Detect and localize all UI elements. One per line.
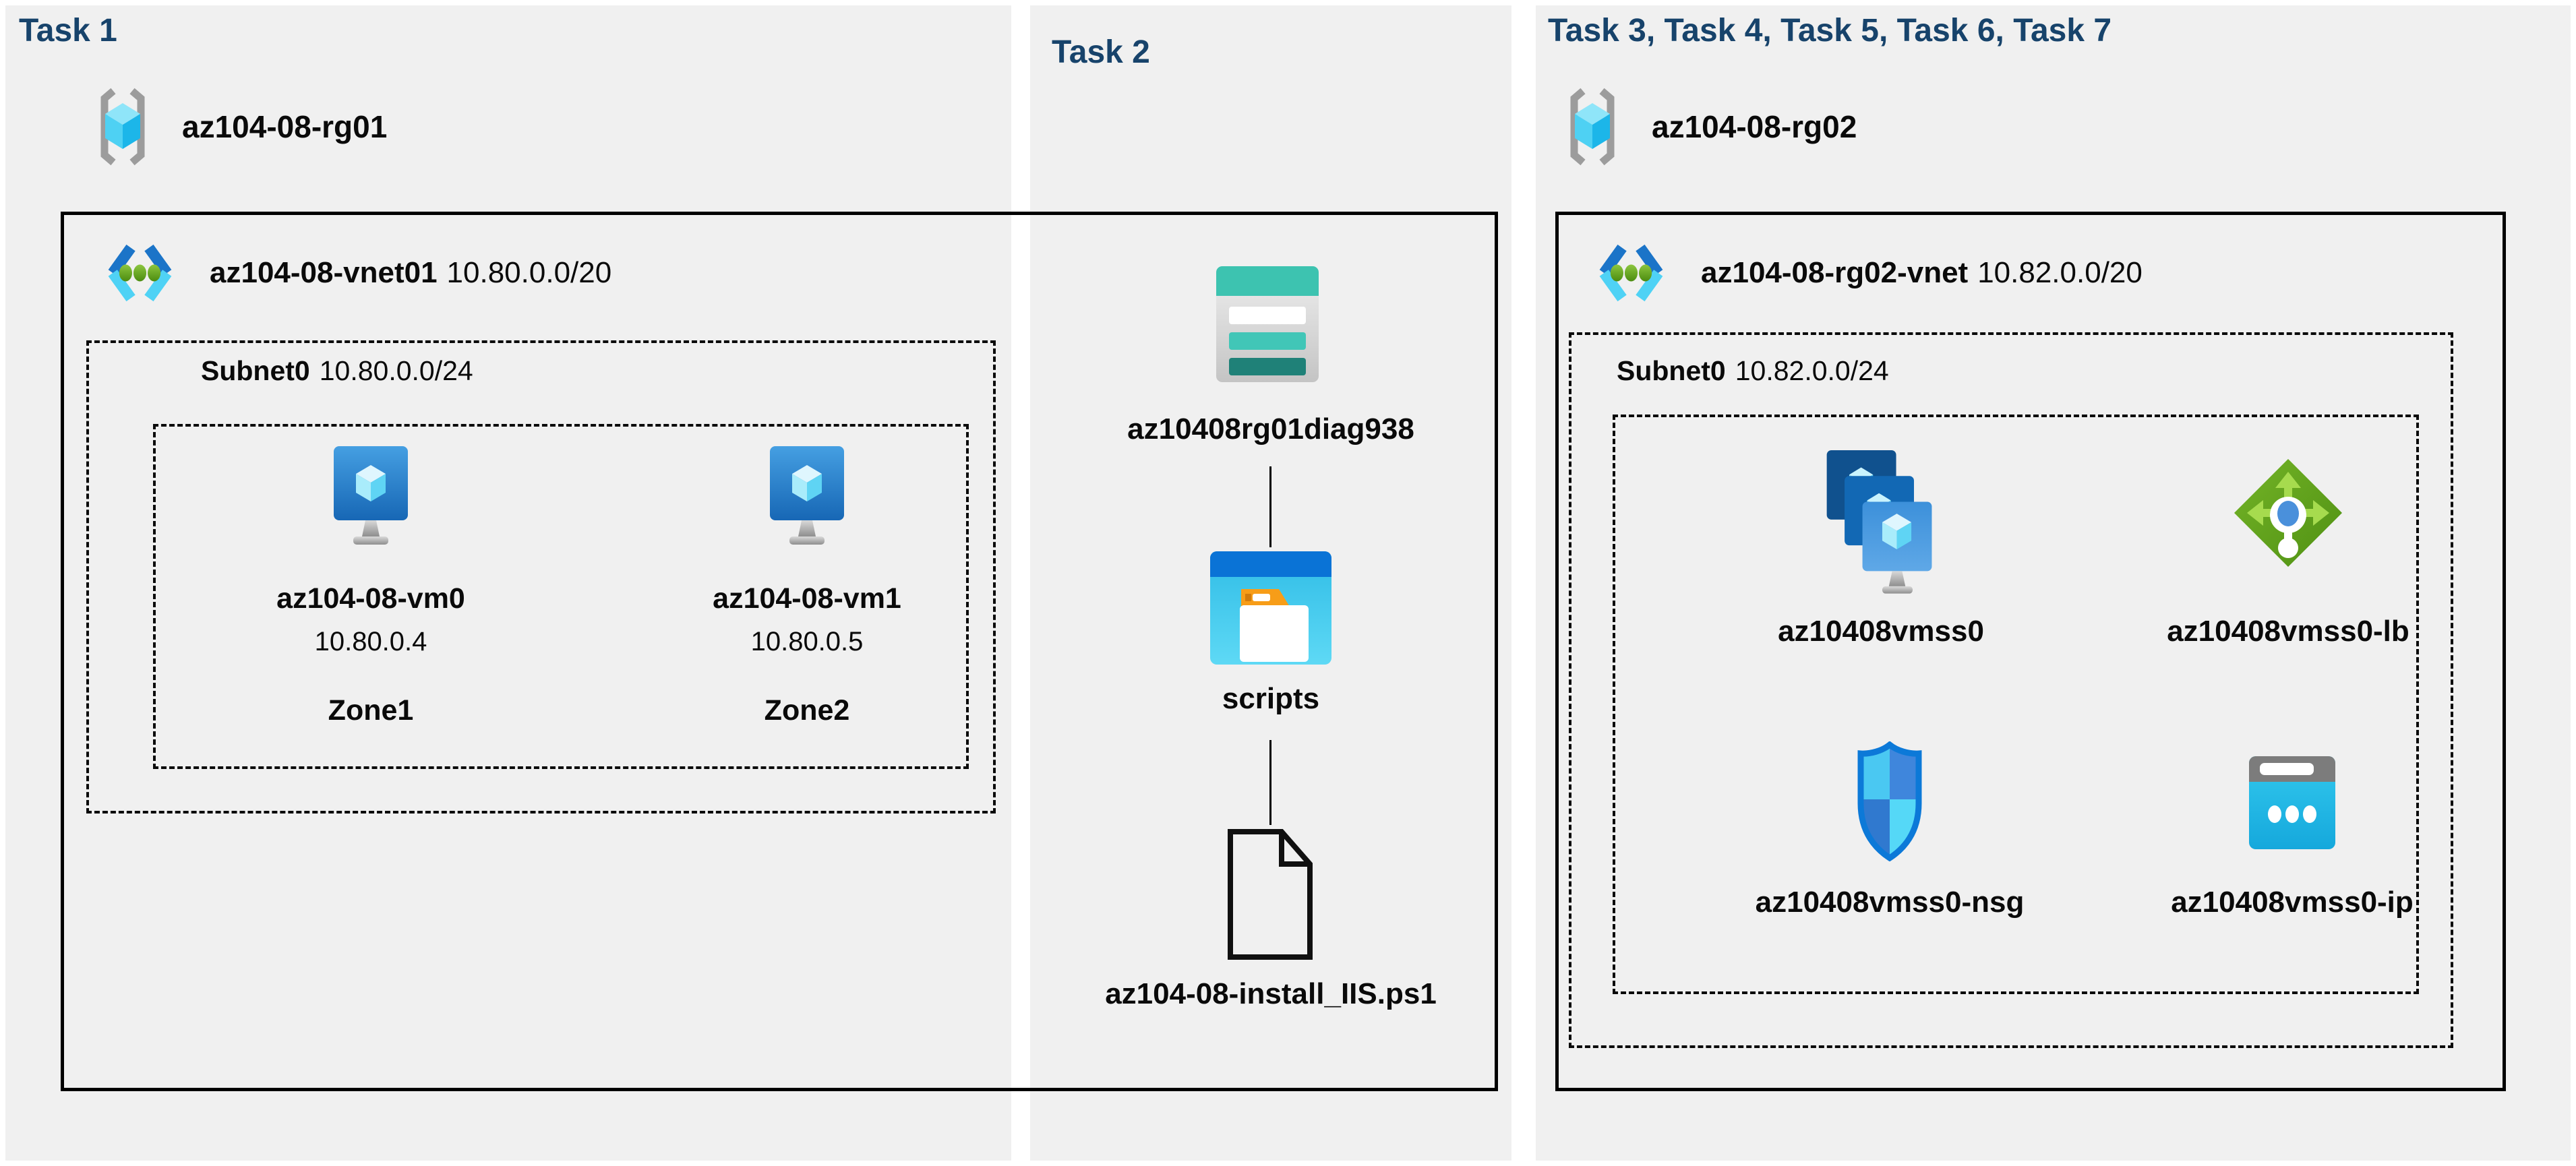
- load-balancer-icon: [2234, 459, 2342, 567]
- subnet-label-task1: Subnet0 10.80.0.0/24: [201, 355, 473, 387]
- vnet-name: az104-08-vnet01: [210, 256, 438, 289]
- subnet-cidr: 10.80.0.0/24: [319, 355, 473, 386]
- subnet-cidr: 10.82.0.0/24: [1735, 355, 1889, 386]
- resource-group-icon: [100, 88, 145, 166]
- task2-header: Task 2: [1052, 34, 1150, 70]
- vmss-stack-icon: [1826, 450, 1932, 594]
- vnet-row-task3: az104-08-rg02-vnet 10.82.0.0/20: [1592, 237, 2143, 309]
- storage-account-icon: [1216, 266, 1319, 382]
- vm-icon: [770, 446, 844, 545]
- vm-group-box: [153, 424, 969, 769]
- subnet-label-task3: Subnet0 10.82.0.0/24: [1617, 355, 1889, 387]
- container-label: scripts: [1222, 682, 1320, 715]
- vnet-icon: [1599, 244, 1663, 302]
- resource-group-icon: [1570, 88, 1615, 166]
- task3-header: Task 3, Task 4, Task 5, Task 6, Task 7: [1548, 13, 2112, 49]
- file-icon: [1228, 829, 1313, 960]
- panel-task1: [5, 5, 1011, 1161]
- folder-icon: [1210, 551, 1331, 665]
- vmss-group-box: [1613, 415, 2419, 994]
- nsg-shield-icon: [1857, 741, 1922, 861]
- subnet-box-task1: [86, 340, 996, 814]
- vnet-row-task1: az104-08-vnet01 10.80.0.0/20: [101, 237, 611, 309]
- vm-ip: 10.80.0.5: [750, 627, 864, 656]
- panel-task3: [1536, 5, 2571, 1161]
- public-ip-label: az10408vmss0-ip: [2171, 886, 2414, 919]
- task1-header: Task 1: [19, 13, 117, 49]
- storage-account-label: az10408rg01diag938: [1127, 412, 1414, 446]
- vm-icon: [334, 446, 408, 545]
- vmss-label: az10408vmss0: [1778, 615, 1984, 648]
- vnet-cidr: 10.82.0.0/20: [1977, 256, 2143, 289]
- vnet-cidr: 10.80.0.0/20: [446, 256, 612, 289]
- subnet-name: Subnet0: [201, 355, 310, 386]
- connector-line: [1269, 466, 1271, 547]
- vm-zone: Zone2: [764, 694, 850, 727]
- resource-group-row: az104-08-rg02: [1559, 86, 1857, 167]
- vnet-name: az104-08-rg02-vnet: [1701, 256, 1969, 289]
- resource-group-label: az104-08-rg02: [1652, 109, 1857, 144]
- vnet-box-task1: [61, 212, 1498, 1091]
- vm-zone: Zone1: [328, 694, 414, 727]
- nsg-label: az10408vmss0-nsg: [1755, 886, 2025, 919]
- vm-name: az104-08-vm1: [713, 582, 901, 615]
- subnet-name: Subnet0: [1617, 355, 1726, 386]
- vnet-icon: [108, 244, 172, 302]
- resource-group-label: az104-08-rg01: [182, 109, 388, 144]
- load-balancer-label: az10408vmss0-lb: [2167, 615, 2409, 648]
- vm-name: az104-08-vm0: [276, 582, 465, 615]
- subnet-box-task3: [1569, 332, 2453, 1048]
- vm-ip: 10.80.0.4: [314, 627, 427, 656]
- connector-line: [1269, 740, 1271, 825]
- public-ip-icon: [2249, 756, 2335, 849]
- vnet-box-task3: [1555, 212, 2506, 1091]
- script-file-label: az104-08-install_IIS.ps1: [1105, 977, 1437, 1010]
- resource-group-row: az104-08-rg01: [89, 86, 387, 167]
